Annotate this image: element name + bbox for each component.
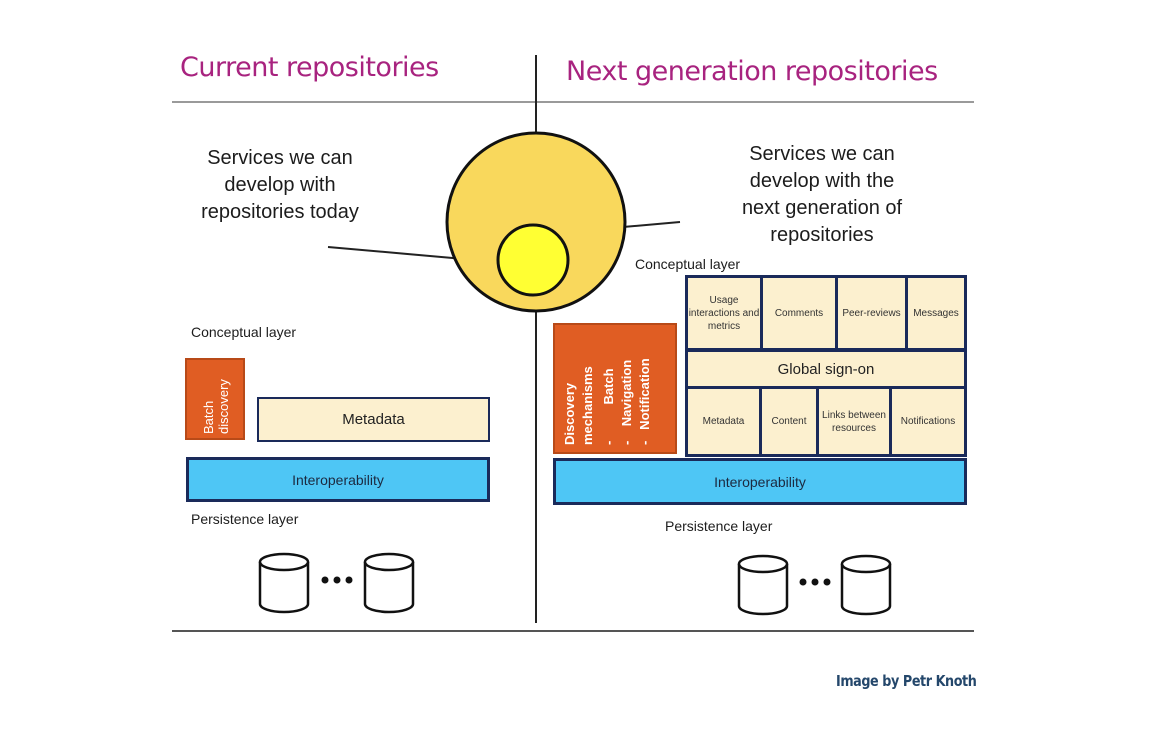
discovery-item-navigation: - Navigation bbox=[619, 360, 634, 445]
center-divider-bottom bbox=[535, 305, 537, 623]
right-discovery-box: Discovery mechanisms - Batch - Navigatio… bbox=[553, 323, 677, 454]
discovery-title-line: mechanisms bbox=[580, 366, 595, 445]
right-title: Next generation repositories bbox=[566, 56, 938, 87]
left-metadata-box: Metadata bbox=[257, 397, 490, 442]
ellipsis-icon bbox=[321, 576, 353, 584]
left-persistence-label: Persistence layer bbox=[191, 511, 299, 527]
left-storage bbox=[258, 552, 415, 614]
right-caption-line: next generation of bbox=[741, 197, 903, 219]
discovery-title-line: Discovery bbox=[562, 382, 577, 445]
database-icon bbox=[737, 554, 789, 616]
services-top-row: Usage interactions and metrics Comments … bbox=[685, 275, 967, 351]
left-caption-line: Services we can bbox=[207, 147, 353, 169]
bullet: - bbox=[619, 440, 634, 445]
global-sign-on-box: Global sign-on bbox=[685, 349, 967, 389]
service-cell-comments: Comments bbox=[763, 278, 835, 348]
outer-circle bbox=[445, 131, 627, 313]
left-conceptual-label: Conceptual layer bbox=[191, 324, 297, 340]
database-icon bbox=[258, 552, 310, 614]
right-caption-line: Services we can bbox=[749, 143, 895, 165]
center-divider-top bbox=[535, 55, 537, 135]
inner-circle bbox=[496, 223, 570, 297]
service-cell-content: Content bbox=[762, 389, 816, 454]
discovery-item-label: Navigation bbox=[619, 359, 634, 427]
bottom-divider bbox=[172, 630, 974, 632]
discovery-item-batch: - Batch bbox=[601, 368, 616, 445]
right-interoperability-box: Interoperability bbox=[553, 458, 967, 505]
service-cell-usage: Usage interactions and metrics bbox=[688, 278, 760, 348]
ellipsis-icon bbox=[799, 578, 831, 586]
right-storage bbox=[737, 554, 892, 616]
left-discovery-line: Batch bbox=[201, 400, 216, 434]
right-caption-line: develop with the bbox=[749, 170, 895, 192]
service-cell-links: Links between resources bbox=[819, 389, 889, 454]
right-persistence-label: Persistence layer bbox=[665, 518, 773, 534]
right-caption: Services we can develop with the next ge… bbox=[712, 141, 932, 249]
left-caption-line: develop with bbox=[224, 174, 336, 196]
leader-line-right bbox=[622, 221, 681, 228]
right-caption-line: repositories bbox=[770, 224, 874, 246]
bullet: - bbox=[637, 440, 652, 445]
database-icon bbox=[363, 552, 415, 614]
service-cell-notifications: Notifications bbox=[892, 389, 964, 454]
service-cell-peer-reviews: Peer-reviews bbox=[838, 278, 905, 348]
discovery-item-notification: - Notification bbox=[637, 358, 652, 445]
database-icon bbox=[840, 554, 892, 616]
left-discovery-box: Batch discovery bbox=[185, 358, 245, 440]
left-interoperability-box: Interoperability bbox=[186, 457, 490, 502]
left-caption: Services we can develop with repositorie… bbox=[180, 145, 380, 226]
discovery-item-label: Notification bbox=[637, 358, 652, 430]
services-bottom-row: Metadata Content Links between resources… bbox=[685, 386, 967, 457]
image-credit: Image by Petr Knoth bbox=[836, 672, 977, 690]
left-title: Current repositories bbox=[180, 52, 439, 83]
service-cell-metadata: Metadata bbox=[688, 389, 759, 454]
right-conceptual-label: Conceptual layer bbox=[635, 256, 741, 272]
discovery-item-label: Batch bbox=[601, 368, 616, 405]
left-discovery-line: discovery bbox=[216, 379, 231, 434]
top-divider bbox=[172, 101, 974, 103]
left-caption-line: repositories today bbox=[201, 201, 359, 223]
bullet: - bbox=[601, 440, 616, 445]
service-cell-messages: Messages bbox=[908, 278, 964, 348]
